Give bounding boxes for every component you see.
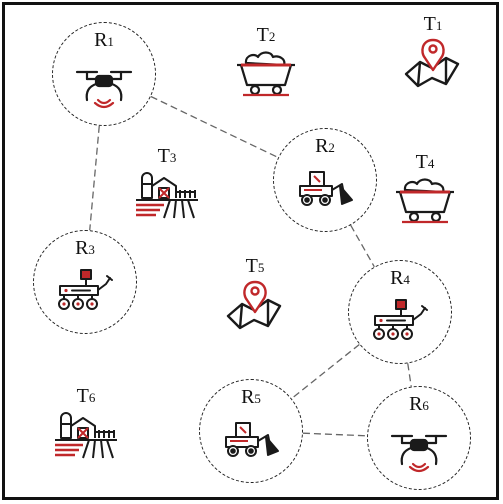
link-r2-r4 <box>350 224 375 268</box>
robot-label-r5: R5 <box>241 386 261 408</box>
robot-label-r1: R1 <box>94 29 114 51</box>
link-r1-r3 <box>89 125 100 231</box>
rover-icon <box>373 299 428 340</box>
drone-icon <box>75 70 133 109</box>
robot-range-circle-r4 <box>348 260 452 364</box>
robot-range-circle-r1 <box>52 22 156 126</box>
task-label-t1: T1 <box>423 13 443 35</box>
robot-range-circle-r5 <box>199 379 303 483</box>
link-r4-r6 <box>407 363 412 387</box>
link-r1-r2 <box>150 95 279 159</box>
robot-label-r2: R2 <box>315 135 335 157</box>
bulldozer-icon <box>299 171 353 206</box>
map-pin-icon <box>404 38 460 88</box>
map-pin-icon <box>226 280 282 330</box>
robot-range-circle-r2 <box>273 128 377 232</box>
task-label-t3: T3 <box>157 145 177 167</box>
task-label-t6: T6 <box>76 385 96 407</box>
mine-cart-icon <box>237 51 295 97</box>
farm-icon <box>55 412 117 459</box>
robot-label-r4: R4 <box>390 267 410 289</box>
bulldozer-icon <box>225 422 279 457</box>
mine-cart-icon <box>396 178 454 224</box>
robot-label-r6: R6 <box>409 393 429 415</box>
diagram-frame <box>2 2 499 500</box>
farm-icon <box>136 172 198 219</box>
robot-range-circle-r3 <box>33 230 137 334</box>
rover-icon <box>58 269 113 310</box>
task-label-t4: T4 <box>415 151 435 173</box>
link-r4-r5 <box>291 343 360 400</box>
robot-range-circle-r6 <box>367 386 471 490</box>
task-label-t2: T2 <box>256 24 276 46</box>
link-r5-r6 <box>302 432 368 437</box>
task-label-t5: T5 <box>245 255 265 277</box>
drone-icon <box>390 434 448 473</box>
robot-label-r3: R3 <box>75 237 95 259</box>
